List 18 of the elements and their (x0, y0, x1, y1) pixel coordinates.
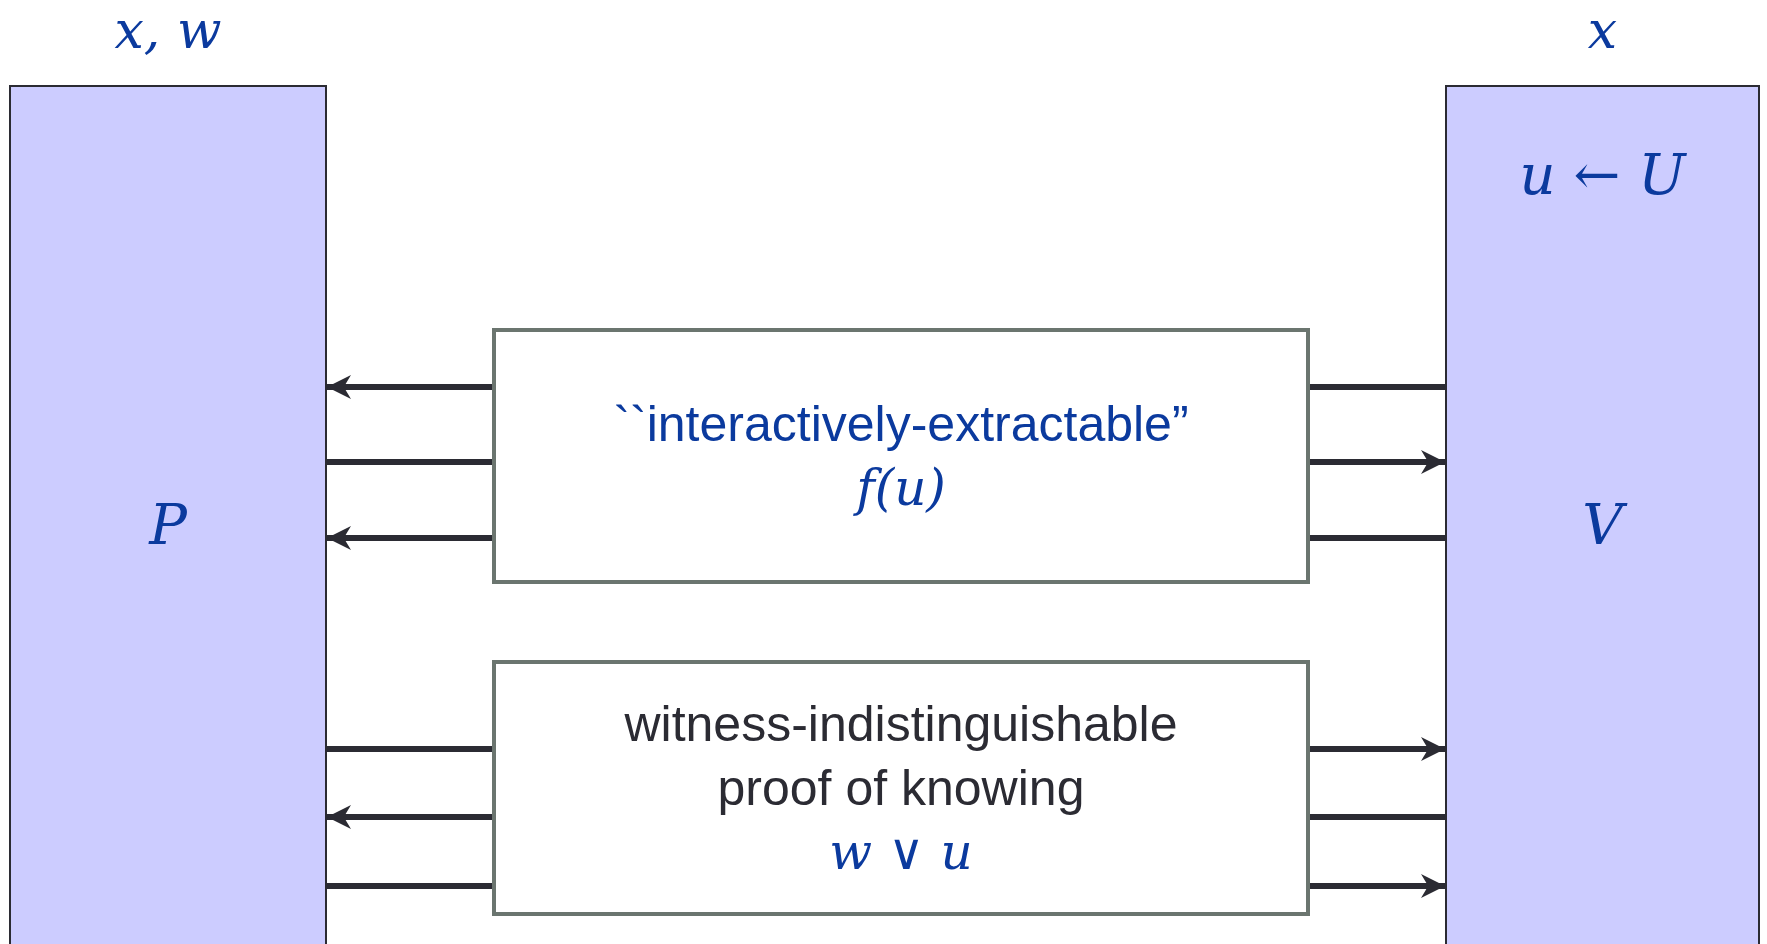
message-arrow (1310, 874, 1445, 898)
message-arrow (327, 375, 492, 399)
message-label: ``interactively-extractable” (613, 395, 1189, 454)
input-label: x (1586, 0, 1619, 60)
input-label: x, w (113, 0, 223, 60)
message-label: witness-indistinguishable proof of knowing (623, 695, 1179, 818)
message-arrow (1310, 737, 1445, 761)
party-column (1445, 85, 1760, 944)
math-label: P (147, 492, 188, 557)
message-arrow (327, 526, 492, 550)
message-arrow (327, 805, 492, 829)
message-box (492, 660, 1310, 916)
math-label: u ← U (1518, 142, 1688, 207)
message-box (492, 328, 1310, 584)
message-arrow (1310, 450, 1445, 474)
party-column (9, 85, 327, 944)
math-label: w ∨ u (829, 822, 973, 883)
math-label: V (1447, 492, 1758, 557)
